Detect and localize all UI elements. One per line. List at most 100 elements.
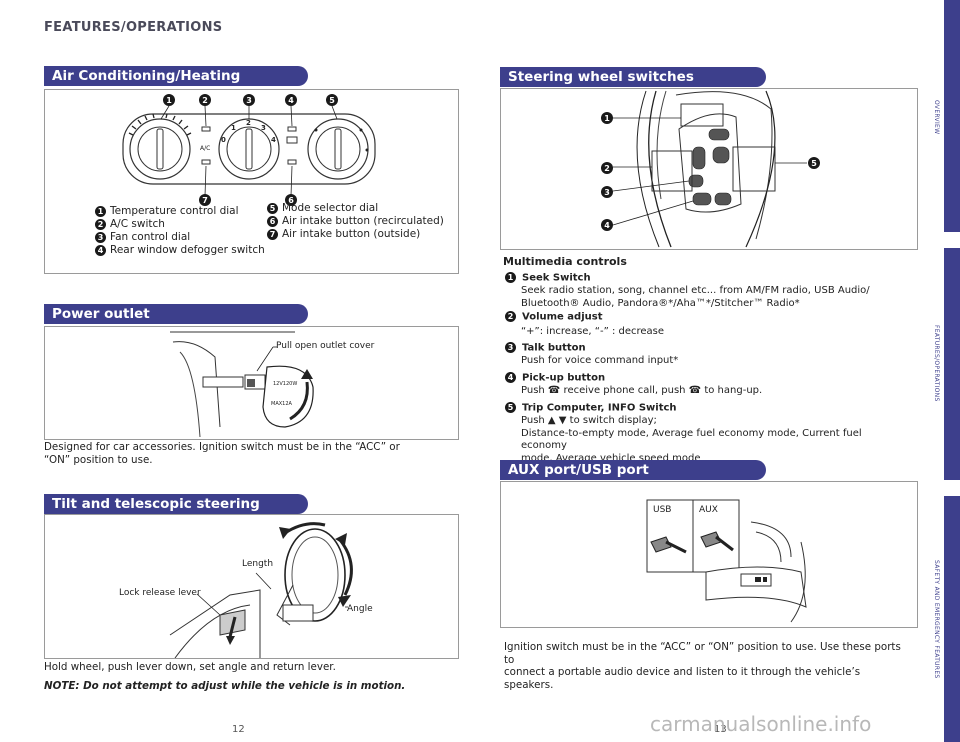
ac-legend-label: Air intake button (outside) [282, 228, 421, 240]
aux-section-title: AUX port/USB port [508, 462, 649, 478]
aux-figure-box: USB AUX [500, 481, 918, 628]
outlet-max-text: MAX12A [271, 401, 293, 407]
fan-speed-1: 1 [231, 124, 236, 132]
tilt-instruction: Hold wheel, push lever down, set angle a… [44, 661, 336, 673]
watermark-text: carmanualsonline.info [650, 712, 872, 736]
ac-legend-item: 7 Air intake button (outside) [267, 228, 444, 241]
ac-legend-num: 4 [95, 244, 106, 256]
ac-callout-2: 2 [202, 96, 208, 105]
ac-callout-7: 7 [202, 196, 208, 205]
mm-desc-line: Push ☎ receive phone call, push ☎ to han… [521, 385, 763, 396]
mm-desc-line: Bluetooth® Audio, Pandora®*/Aha™*/Stitch… [521, 297, 800, 309]
steering-column-illustration [169, 522, 353, 658]
power-figure-box: 12V120W MAX12A Pull open outlet cover [44, 326, 459, 440]
tilt-safety-note: NOTE: Do not attempt to adjust while the… [44, 680, 406, 692]
mm-heading: Talk button [522, 342, 586, 354]
ac-legend-item: 1 Temperature control dial [95, 205, 265, 218]
side-tab-overview-label: OVERVIEW [933, 100, 940, 135]
ac-legend-num: 1 [95, 205, 106, 217]
power-section-banner: Power outlet [44, 304, 308, 324]
aux-description-line: connect a portable audio device and list… [504, 666, 861, 691]
page-number-left: 12 [232, 724, 245, 735]
steering-callout-5: 5 [811, 159, 817, 168]
steering-callout-4: 4 [604, 221, 610, 230]
tilt-length-label: Length [242, 559, 274, 569]
ac-callout-6: 6 [288, 196, 294, 205]
multimedia-item-pickup: 4 Pick-up button Push ☎ receive phone cal… [505, 372, 900, 398]
multimedia-item-talk: 3 Talk button Push for voice command inpu… [505, 342, 900, 368]
fan-speed-3: 3 [261, 124, 266, 132]
tilt-lock-lever-label: Lock release lever [119, 588, 201, 598]
side-tab-features[interactable] [944, 248, 960, 480]
mm-desc-line: “+”: increase, “-” : decrease [521, 326, 665, 337]
aux-usb-port-illustration [646, 499, 807, 623]
fan-speed-4: 4 [271, 136, 276, 144]
multimedia-item-volume: 2 Volume adjust “+”: increase, “-” : decr… [505, 311, 900, 339]
ac-legend-label: Fan control dial [110, 231, 191, 243]
steering-callout-2: 2 [604, 164, 610, 173]
mm-desc-line: mode, Average vehicle speed mode [521, 452, 701, 464]
ac-section-banner: Air Conditioning/Heating [44, 66, 308, 86]
steering-wheel-switches-illustration: 1 2 3 4 5 [601, 90, 820, 248]
mm-desc-line: Distance-to-empty mode, Average fuel eco… [521, 427, 862, 452]
aux-port-label: AUX [699, 505, 718, 515]
mm-num: 3 [505, 342, 516, 353]
multimedia-item-seek: 1 Seek Switch Seek radio station, song, c… [505, 272, 900, 310]
page-section-title: FEATURES/OPERATIONS [44, 20, 223, 35]
ac-callout-5: 5 [329, 96, 335, 105]
ac-legend-label: A/C switch [110, 218, 165, 230]
side-tab-overview[interactable] [944, 0, 960, 232]
mm-num: 2 [505, 311, 516, 322]
steering-callout-1: 1 [604, 114, 610, 123]
ac-figure-box: A/C 0 1 2 3 4 1 2 [44, 89, 459, 274]
mm-desc-line: Seek radio station, song, channel etc...… [521, 285, 870, 296]
ac-legend-item: 5 Mode selector dial [267, 202, 444, 215]
multimedia-controls-title: Multimedia controls [503, 255, 627, 268]
steering-figure-box: 1 2 3 4 5 [500, 88, 918, 250]
mm-desc-line: Push for voice command input* [521, 355, 679, 366]
aux-section-banner: AUX port/USB port [500, 460, 766, 480]
power-outlet-illustration: 12V120W MAX12A [170, 331, 314, 438]
power-section-title: Power outlet [52, 306, 150, 322]
ac-legend-num: 3 [95, 231, 106, 243]
fan-speed-0: 0 [221, 136, 226, 144]
power-description: Designed for car accessories. Ignition s… [44, 441, 400, 466]
tilt-section-banner: Tilt and telescopic steering wheel [44, 494, 308, 532]
aux-description-line: Ignition switch must be in the “ACC” or … [504, 641, 901, 666]
steering-section-title: Steering wheel switches [508, 69, 694, 85]
ac-legend-label: Air intake button (recirculated) [282, 215, 444, 227]
steering-callout-3: 3 [604, 188, 610, 197]
fan-speed-2: 2 [246, 119, 251, 127]
outlet-rating-text: 12V120W [273, 381, 297, 387]
ac-legend-num: 7 [267, 228, 278, 240]
aux-description: Ignition switch must be in the “ACC” or … [504, 641, 909, 691]
ac-control-panel-illustration: A/C 0 1 2 3 4 1 2 [122, 94, 376, 206]
ac-legend-num: 2 [95, 218, 106, 230]
mm-desc-line: Push ▲ ▼ to switch display; [521, 415, 657, 426]
page-number-right: 13 [714, 724, 727, 735]
ac-section-title: Air Conditioning/Heating [52, 68, 241, 84]
ac-legend-item: 3 Fan control dial [95, 231, 265, 244]
ac-legend-label: Temperature control dial [110, 205, 239, 217]
ac-legend-num: 5 [267, 202, 278, 214]
power-outlet-callout: Pull open outlet cover [276, 341, 375, 351]
ac-legend-label: Mode selector dial [282, 202, 379, 214]
mm-num: 1 [505, 272, 516, 283]
ac-legend-item: 2 A/C switch [95, 218, 265, 231]
mm-heading: Volume adjust [522, 311, 603, 323]
tilt-angle-label: Angle [347, 604, 373, 614]
mm-num: 4 [505, 372, 516, 383]
ac-callout-3: 3 [246, 96, 252, 105]
mm-heading: Pick-up button [522, 372, 606, 384]
mm-num: 5 [505, 402, 516, 413]
side-tab-features-label: FEATURES/OPERATIONS [933, 325, 940, 402]
ac-callout-4: 4 [288, 96, 294, 105]
steering-section-banner: Steering wheel switches [500, 67, 766, 87]
side-tab-safety[interactable] [944, 496, 960, 742]
mm-heading: Seek Switch [522, 272, 591, 284]
